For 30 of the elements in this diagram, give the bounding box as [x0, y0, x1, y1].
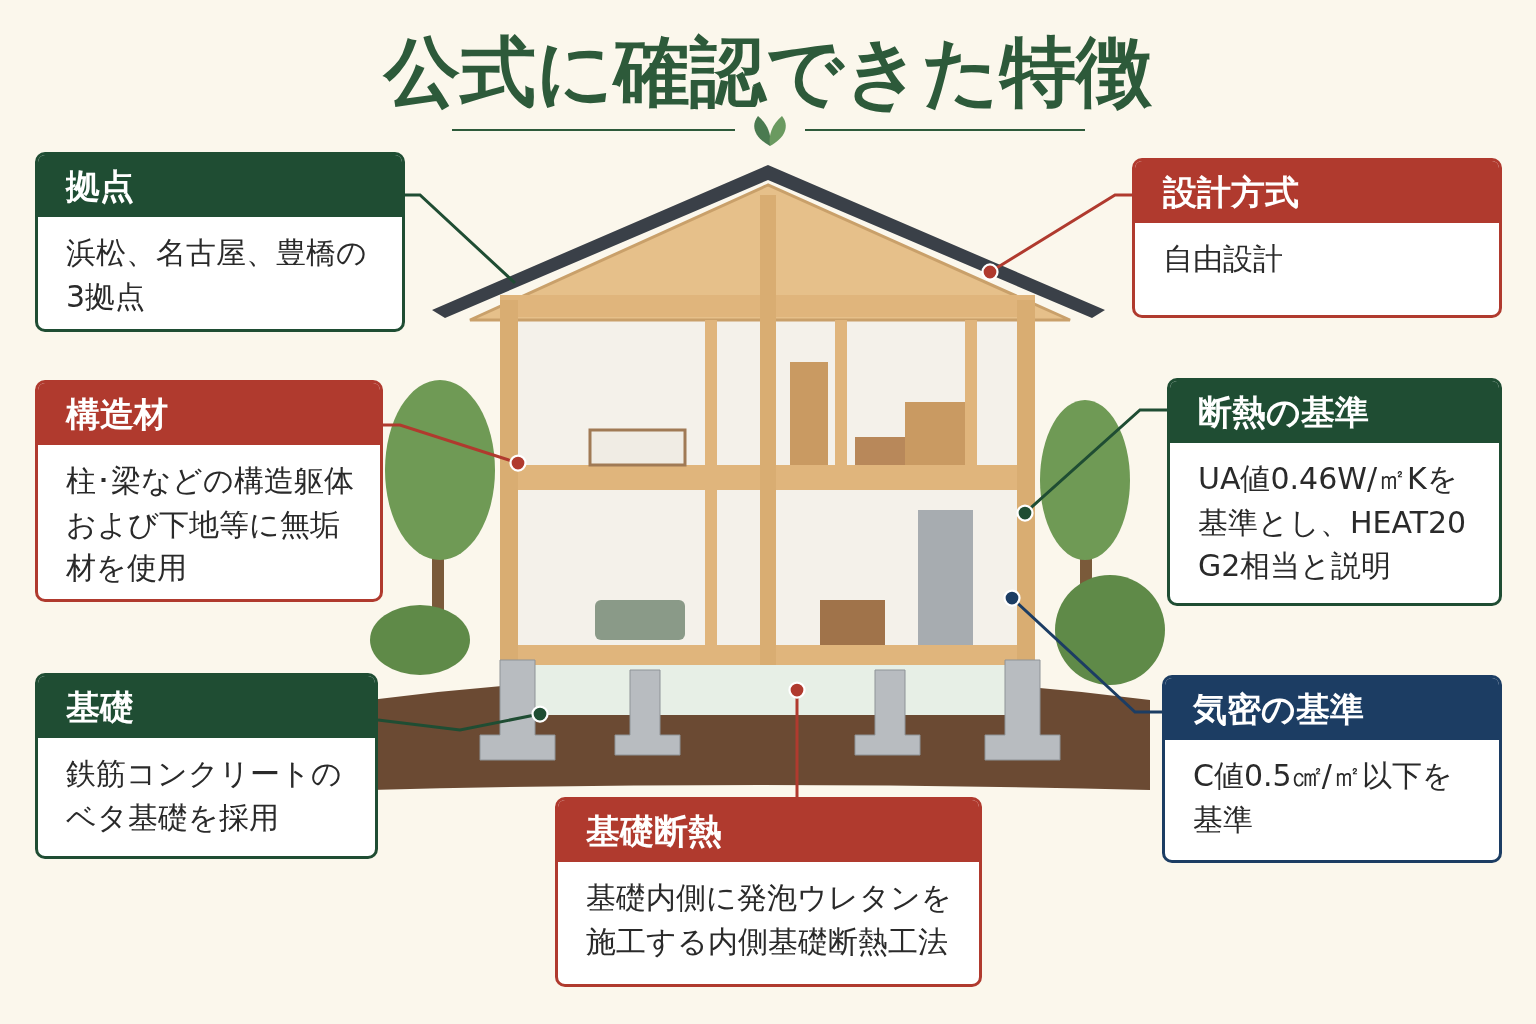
leader-line — [788, 681, 806, 797]
callout-text: 自由設計 — [1162, 240, 1284, 278]
callout-heading: 断熱の基準 — [1170, 381, 1499, 443]
callout-heading: 設計方式 — [1135, 161, 1499, 223]
leader-line — [383, 423, 527, 472]
house-drawing — [370, 165, 1165, 790]
callout-card — [555, 797, 982, 987]
callout-heading: 拠点 — [38, 155, 402, 217]
leader-line — [377, 705, 549, 732]
callout-text: 鉄筋コンクリートのベタ基礎を採用 — [65, 755, 343, 837]
leader-line — [981, 193, 1132, 281]
leader-line — [1016, 408, 1167, 522]
callout-text: 基礎内側に発泡ウレタンを施工する内側基礎断熱工法 — [585, 879, 953, 961]
callout-heading: 基礎断熱 — [558, 800, 979, 862]
callout-heading: 基礎 — [38, 676, 375, 738]
callout-text: 柱･梁などの構造躯体および下地等に無垢材を使用 — [65, 462, 355, 587]
callout-card — [35, 380, 383, 602]
title: 公式に確認できた特徴 — [382, 26, 1153, 118]
callout-heading: 気密の基準 — [1165, 678, 1499, 740]
callout-card — [35, 673, 378, 859]
callout-card — [1132, 158, 1502, 318]
callout-text: 浜松、名古屋、豊橋の3拠点 — [65, 234, 368, 316]
callout-card — [1167, 378, 1502, 606]
leader-line — [405, 193, 516, 285]
callout-heading: 構造材 — [38, 383, 380, 445]
callout-text: C値0.5㎠/㎡以下を基準 — [1192, 757, 1454, 839]
leader-line — [1003, 589, 1162, 714]
callout-card — [35, 152, 405, 332]
callout-card — [1162, 675, 1502, 863]
callout-text: UA値0.46W/㎡Kを基準とし、HEAT20 G2相当と説明 — [1197, 460, 1468, 585]
